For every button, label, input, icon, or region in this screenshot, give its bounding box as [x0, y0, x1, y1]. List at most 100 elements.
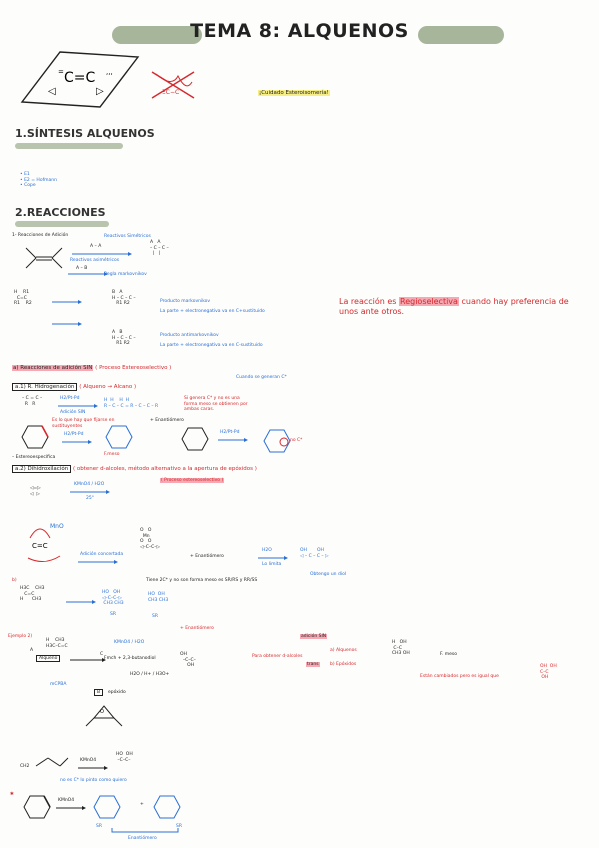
svg-text:,,,: ,,,: [106, 68, 113, 76]
a1-arrow-2: [62, 440, 92, 444]
a2-heading: a.2) Dihidroxilación ( obtener d-alcoles…: [12, 465, 257, 473]
bottom-bracket: [111, 828, 179, 833]
bottom-star: ✱: [10, 792, 14, 797]
b-enant: + Enantiómero: [180, 626, 214, 631]
prod-antimarkov-desc: La parte + electronegativa va en C-susti…: [160, 343, 263, 348]
cyclohexane-product-2: [263, 429, 291, 453]
svg-text:◁: ◁: [48, 86, 56, 97]
a1-note-general: Si genera C* y no es una forma meso se o…: [184, 396, 248, 412]
b-epoxidos: b) Epóxidos: [330, 662, 357, 667]
b-label: b): [12, 578, 17, 583]
svg-text:O: O: [100, 709, 104, 715]
aa-label: A – A: [90, 244, 102, 249]
a2-mechanism: C=C MnO: [27, 523, 64, 562]
bottom-no-cs: no es C* lo pinto como quiero: [60, 778, 127, 783]
bottom-sr-2: SR: [176, 824, 182, 829]
bottom-cyclohexene: [23, 795, 51, 819]
cyclohexene-b: [181, 427, 209, 451]
b-tiene: Tiene 2C* y no son forma meso es SR/RS y…: [146, 578, 258, 583]
svg-text:▷: ▷: [96, 86, 104, 97]
header-pill-left: [112, 26, 202, 44]
a2-lim: Lo limita: [262, 562, 282, 567]
arrow-antimarkov: [52, 322, 82, 326]
b-trans: trans: [306, 662, 320, 667]
bottom-sr: SR: [96, 824, 102, 829]
ejemplo2-alqueno: Alqueno: [36, 655, 61, 662]
bottom-plus: +: [140, 802, 144, 807]
a2-proceso: ( Proceso estereoselectivo ): [160, 478, 225, 483]
arrow-markov: [52, 300, 82, 304]
a2-arrow-3: [258, 556, 288, 560]
b-arrow: [66, 600, 96, 604]
header-pill-right: [418, 26, 504, 44]
bottom-diol-2: [153, 795, 181, 819]
arrow-aa: [72, 252, 132, 256]
ejemplo2-b: B: [94, 689, 104, 696]
bottom-arrow-2: [56, 806, 86, 810]
a1-h2ptpd-2: H2/Pt-Pd: [64, 432, 84, 437]
bottom-product: HO OH –C–C–: [116, 752, 133, 763]
a2-enant: + Enantiómero: [190, 554, 224, 559]
section-a-cuando: Cuando se generan C*: [236, 375, 287, 380]
a2-reactant: ◁=▷◁ ▷: [30, 486, 41, 497]
a1-reactant: – C = C – R R: [22, 396, 43, 407]
a2-arrow-2: [78, 560, 118, 564]
regio-keyword: Regioselectiva: [399, 297, 459, 306]
a1-arrow-3: [218, 438, 248, 442]
cyclohexene-a: [21, 425, 49, 449]
warning-text: ¡Cuidado Esteroisomería!: [258, 90, 330, 96]
arrow-ab: [68, 272, 108, 276]
section-a-heading: a) Reacciones de adición SIN ( Proceso E…: [12, 365, 172, 371]
ejemplo2-reagent2: Fmch + 2,3-butanodiol: [104, 656, 156, 661]
ejemplo2-reagent1: KMnO4 / H2O: [114, 640, 145, 645]
a2-cond: 25°: [86, 496, 94, 501]
ejemplo2-c: C: [100, 652, 104, 657]
section1-heading: 1.SÍNTESIS ALQUENOS: [15, 127, 155, 140]
b-estan: Están cambiados pero es igual que: [420, 674, 499, 679]
svg-text:C=C: C=C: [32, 542, 48, 550]
ejemplo2-epoxido: epóxido: [108, 690, 126, 695]
section2-underline: [15, 221, 109, 227]
bottom-arrow: [78, 766, 108, 770]
adicion-sin-b: adición SIN: [300, 634, 328, 639]
section1-bullets: • E1 • E2 = Hofmann • Cope: [20, 172, 57, 188]
ejemplo2-d-product: OH –C–C– OH: [180, 652, 196, 668]
ejemplo2-a: A: [30, 648, 34, 653]
b-sr-1: SR: [110, 612, 116, 617]
a2-h2o: H2O: [262, 548, 272, 553]
bottom-kmno4: KMnO4: [80, 758, 97, 763]
a1-meso: F.meso: [104, 452, 120, 457]
reagents-asym: Reactivos asimétricos: [70, 258, 120, 263]
svg-text:C=C: C=C: [64, 70, 96, 86]
bottom-enant: Enantiómero: [128, 836, 157, 841]
bottom-alkene: [35, 757, 69, 767]
crossed-diagram: ΞC−C: [151, 71, 195, 99]
estereo: – Estereoespecífica: [12, 455, 56, 460]
para-obtener: Para obtener d-alcoles: [252, 654, 303, 659]
markov-rule: Regla markovnikov: [104, 272, 147, 277]
regio-note: La reacción es Regioselectiva cuando hay…: [339, 297, 569, 316]
addition-subheading: 1- Reacciones de Adición: [12, 233, 69, 238]
a1-note-sust: Es lo que hay que fijarse en sustituyent…: [52, 418, 115, 429]
ejemplo2-mcpba: mCPBA: [50, 682, 67, 687]
a1-no-cs: no C*: [290, 438, 303, 443]
a1-enantiomero: + Enantiómero: [150, 418, 184, 423]
svg-text:ΞC−C: ΞC−C: [162, 89, 179, 96]
bottom-kmno4-2: KMnO4: [58, 798, 75, 803]
ejemplo2-reagent3: H2O / H+ / H3O+: [130, 672, 170, 677]
product-sym-struct: A A– C – C – | |: [150, 240, 169, 256]
ejemplo2-arrow: [70, 658, 106, 662]
bottom-ch2: CH2: [20, 764, 30, 769]
b-sr-2: SR: [152, 614, 158, 619]
section2-heading: 2.REACCIONES: [15, 206, 106, 219]
epoxide: O: [85, 705, 123, 727]
cyclohexane-product: [105, 425, 133, 449]
b-fmeso: F. meso: [440, 652, 457, 657]
alkene-sketch: [25, 247, 63, 269]
